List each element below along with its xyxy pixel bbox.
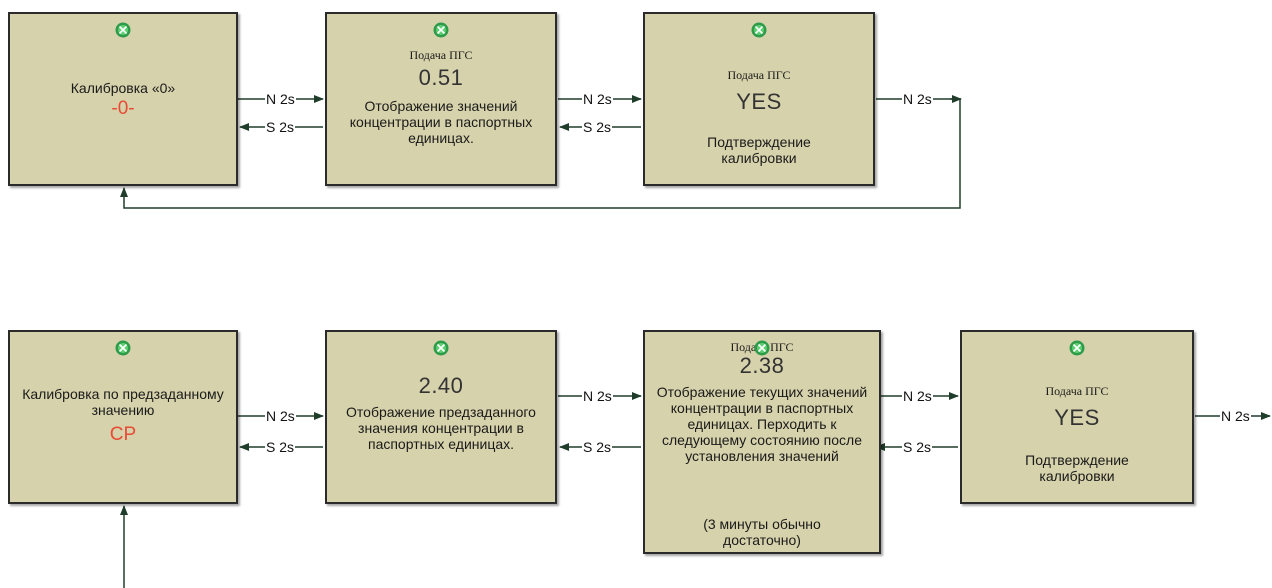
state-box-confirm-calibration[interactable]: Подача ПГС YES Подтверждение калибровки	[643, 12, 875, 186]
transition-select-label: S 2s	[265, 119, 296, 135]
status-check-icon	[751, 22, 767, 38]
state-title: Калибровка «0»	[70, 80, 176, 96]
display-value: 2.40	[418, 373, 464, 398]
state-header: Подача ПГС	[409, 48, 473, 62]
display-value: 0.51	[418, 65, 464, 90]
state-description: Отображение текущих значений концентраци…	[656, 384, 868, 464]
transition-next-label: N 2s	[582, 388, 613, 404]
status-check-icon	[754, 340, 770, 356]
display-value: YES	[736, 89, 782, 114]
state-box-calibration-preset[interactable]: Калибровка по предзаданному значению CP	[8, 330, 238, 504]
state-box-calibration-zero[interactable]: Калибровка «0» -0-	[8, 12, 238, 186]
transition-select-label: S 2s	[902, 439, 933, 455]
display-value: YES	[1054, 405, 1100, 430]
status-check-icon	[433, 22, 449, 38]
display-value: CP	[109, 424, 137, 445]
state-description: Отображение значений концентрации в пасп…	[349, 98, 533, 146]
state-box-preset-value[interactable]: 2.40 Отображение предзаданного значения …	[325, 330, 557, 504]
transition-next-label: N 2s	[582, 91, 613, 107]
transition-next-label: N 2s	[265, 91, 296, 107]
status-check-icon	[433, 340, 449, 356]
state-box-confirm-calibration[interactable]: Подача ПГС YES Подтверждение калибровки	[960, 330, 1194, 504]
transition-select-label: S 2s	[582, 119, 613, 135]
transition-select-label: S 2s	[265, 439, 296, 455]
state-description: Подтверждение калибровки	[1025, 452, 1129, 484]
state-note: (3 минуты обычно достаточно)	[703, 516, 821, 548]
state-box-current-value[interactable]: Подача ПГС 2.38 Отображение текущих знач…	[643, 330, 881, 554]
display-value: -0-	[111, 98, 135, 119]
transition-next-label: N 2s	[902, 91, 933, 107]
state-description: Отображение предзаданного значения конце…	[346, 404, 536, 452]
status-check-icon	[115, 22, 131, 38]
status-check-icon	[1069, 340, 1085, 356]
state-title: Калибровка по предзаданному значению	[22, 386, 224, 418]
transition-next-label: N 2s	[265, 408, 296, 424]
state-header: Подача ПГС	[1045, 384, 1109, 398]
transition-next-label: N 2s	[1220, 408, 1251, 424]
state-header: Подача ПГС	[727, 68, 791, 82]
transition-next-label: N 2s	[902, 388, 933, 404]
status-check-icon	[115, 340, 131, 356]
display-value: 2.38	[739, 353, 785, 378]
state-description: Подтверждение калибровки	[707, 134, 811, 166]
state-box-gas-supply-value[interactable]: Подача ПГС 0.51 Отображение значений кон…	[325, 12, 557, 186]
transition-select-label: S 2s	[582, 439, 613, 455]
